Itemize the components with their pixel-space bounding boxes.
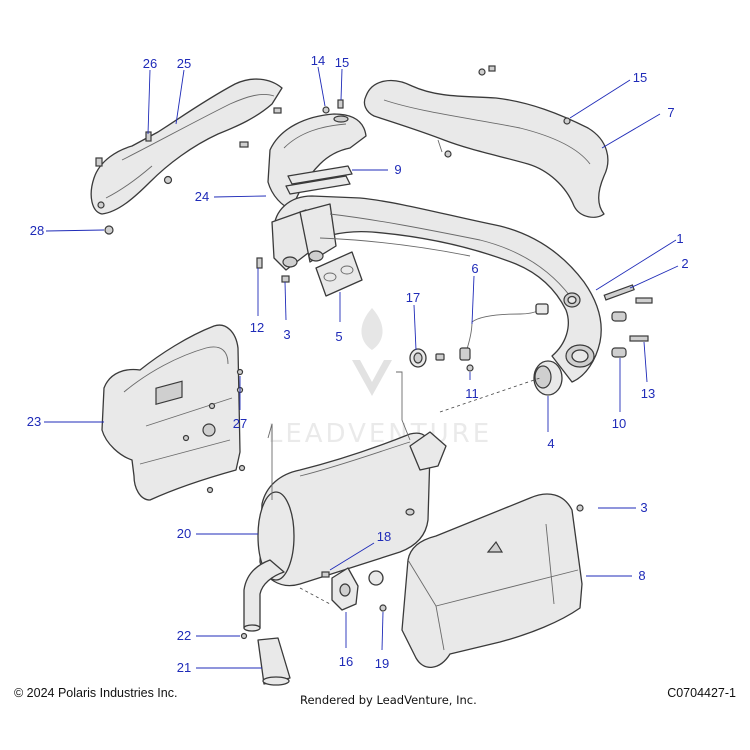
callout-10: 10	[612, 416, 626, 431]
callout-14: 14	[311, 53, 325, 68]
nut-7c	[444, 150, 452, 158]
stud-12	[256, 257, 263, 269]
grommet-17	[409, 348, 445, 368]
callout-5: 5	[335, 329, 342, 344]
nut-19	[379, 604, 387, 612]
exhaust-pipe-1	[271, 195, 602, 383]
callout-28: 28	[30, 223, 44, 238]
callout-24: 24	[195, 189, 209, 204]
callout-9: 9	[394, 162, 401, 177]
stud-2	[603, 284, 635, 301]
grommet-16	[368, 570, 384, 586]
callout-26: 26	[143, 56, 157, 71]
springs-10	[611, 311, 627, 358]
callout-4: 4	[547, 436, 554, 451]
callout-15a: 15	[335, 55, 349, 70]
callouts: 26 25 14 15 15 7 9 24 28 1 2 6 17 12 3 5…	[27, 53, 689, 675]
heat-shield-23	[101, 324, 241, 501]
bolt-25a	[239, 141, 249, 148]
callout-21: 21	[177, 660, 191, 675]
bracket-9	[285, 165, 353, 195]
nut-28	[104, 225, 114, 235]
alignment-line-16	[299, 587, 331, 605]
clip-11	[466, 364, 474, 372]
callout-7: 7	[667, 105, 674, 120]
bolt-18	[321, 571, 330, 578]
callout-15b: 15	[633, 70, 647, 85]
callout-13: 13	[641, 386, 655, 401]
watermark: LEADVENTURE	[268, 308, 492, 449]
heat-shield-8	[401, 493, 583, 668]
callout-2: 2	[681, 256, 688, 271]
callout-12: 12	[250, 320, 264, 335]
nut-7b	[488, 65, 496, 72]
bracket-16	[331, 567, 359, 611]
diagram-id: C0704427-1	[667, 686, 736, 700]
tip-21	[257, 637, 291, 686]
bolt-25b	[273, 107, 282, 114]
nut-3a	[281, 275, 290, 283]
gasket-5	[315, 251, 363, 297]
copyright-text: © 2024 Polaris Industries Inc.	[14, 686, 178, 700]
callout-3a: 3	[283, 327, 290, 342]
bolt-22	[240, 632, 248, 640]
callout-18: 18	[377, 529, 391, 544]
watermark-text: LEADVENTURE	[268, 419, 492, 449]
nut-7a	[478, 68, 486, 76]
o2-sensor-6	[459, 303, 549, 361]
rendered-by-text: Rendered by LeadVenture, Inc.	[300, 693, 477, 707]
nut-15b	[563, 117, 571, 125]
bolt-15a	[337, 99, 344, 109]
callout-8: 8	[638, 568, 645, 583]
callout-22: 22	[177, 628, 191, 643]
nut-26a	[95, 157, 103, 167]
nut-25	[163, 175, 173, 185]
bolt-26	[145, 131, 152, 142]
callout-27: 27	[233, 416, 247, 431]
muffler-20	[202, 371, 447, 587]
callout-6: 6	[471, 261, 478, 276]
bolts-13	[629, 297, 653, 342]
callout-3b: 3	[640, 500, 647, 515]
callout-23: 23	[27, 414, 41, 429]
callout-1: 1	[676, 231, 683, 246]
callout-20: 20	[177, 526, 191, 541]
tailpipe-20	[243, 559, 285, 632]
callout-11: 11	[465, 386, 479, 401]
heat-shield-7	[363, 79, 609, 218]
callout-17: 17	[406, 290, 420, 305]
callout-25: 25	[177, 56, 191, 71]
seal-ring-4	[533, 360, 563, 396]
callout-16: 16	[339, 654, 353, 669]
callout-19: 19	[375, 656, 389, 671]
alignment-line-4	[439, 377, 541, 413]
nut-3b	[576, 504, 584, 512]
nut-14	[322, 106, 330, 114]
heat-shield-25	[90, 78, 283, 215]
